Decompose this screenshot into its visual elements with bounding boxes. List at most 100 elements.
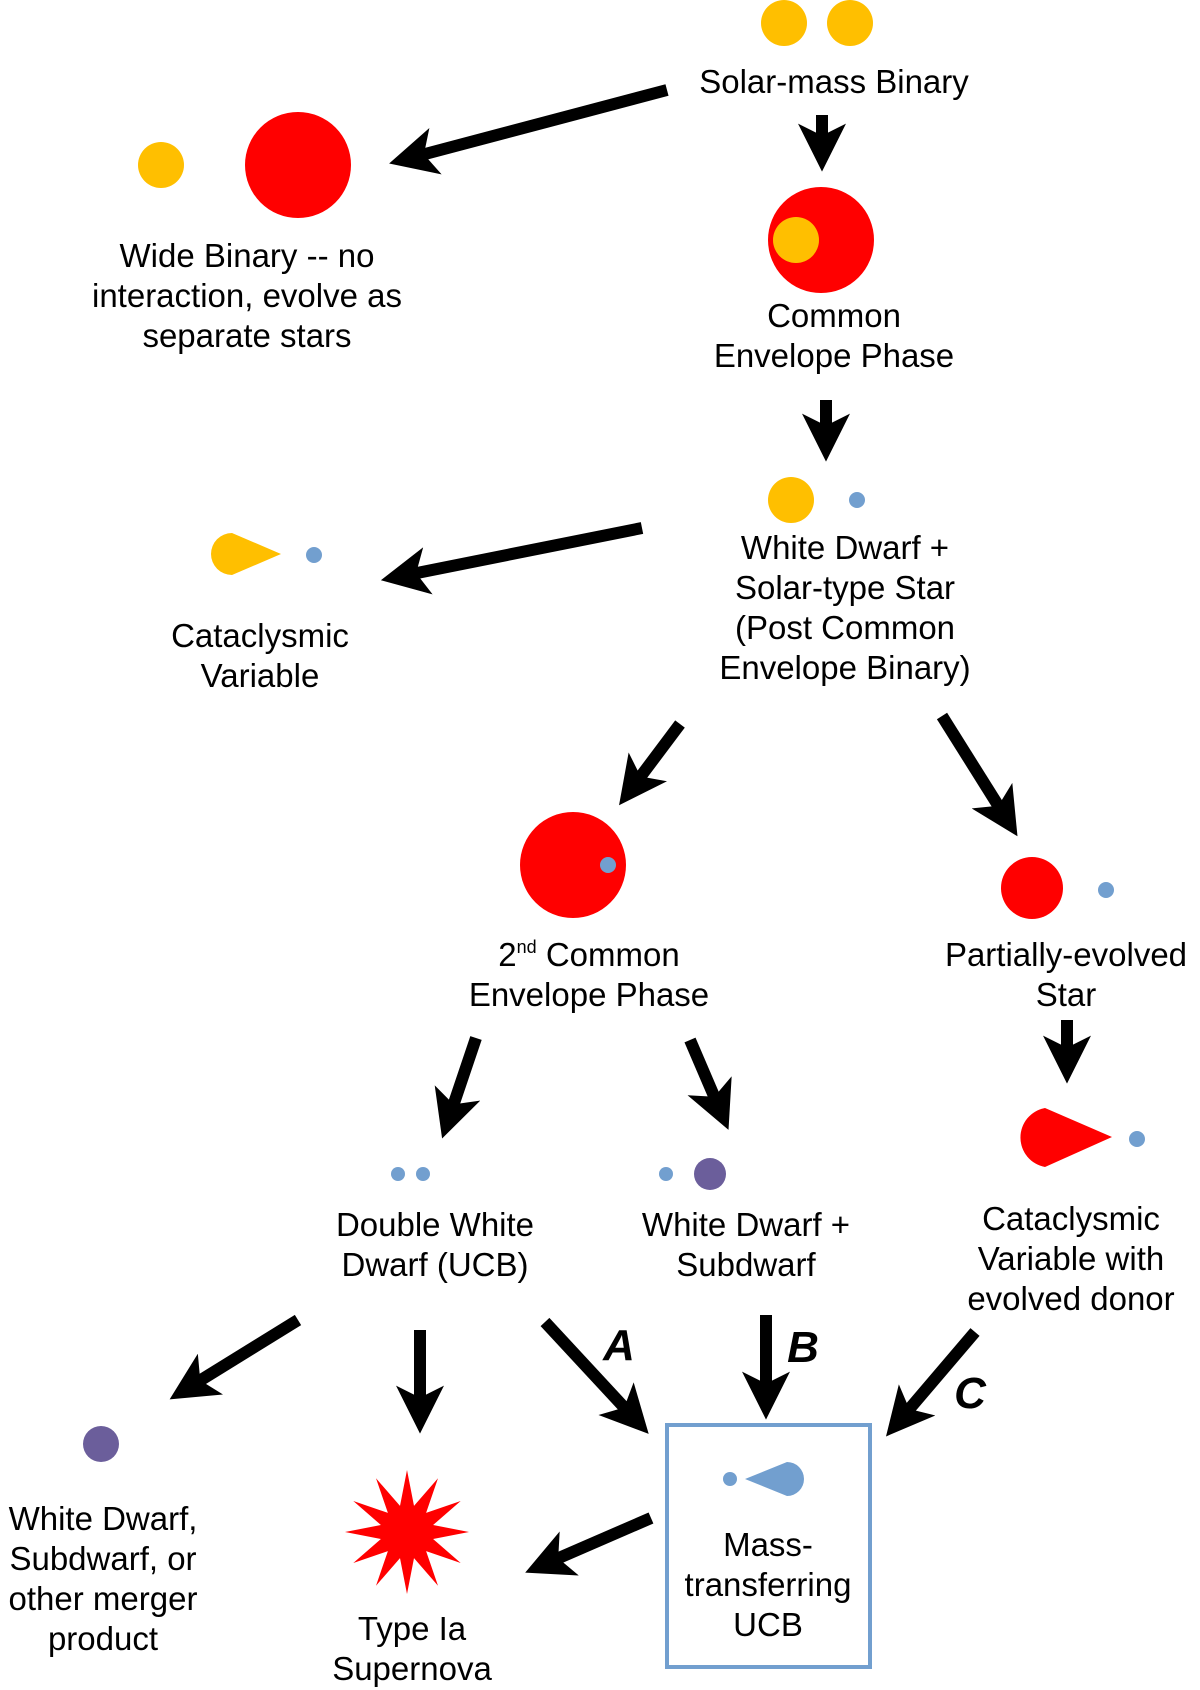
arrow-double-wd-to-merger bbox=[169, 1314, 302, 1400]
yellow-star-and-white-dwarf-icon bbox=[768, 477, 865, 523]
arrows bbox=[169, 84, 1091, 1576]
label-line: Envelope Phase bbox=[714, 337, 954, 374]
engulfed-solar-star bbox=[773, 217, 819, 263]
label-line: Solar-type Star bbox=[735, 569, 955, 606]
white-dwarf bbox=[849, 492, 865, 508]
label-line: Dwarf (UCB) bbox=[342, 1246, 529, 1283]
ordinal-number: 2 bbox=[498, 936, 516, 973]
label-line: Star bbox=[1036, 976, 1097, 1013]
label-line: Subdwarf, or bbox=[9, 1540, 196, 1577]
label-line: separate stars bbox=[142, 317, 351, 354]
solar-star-2 bbox=[827, 0, 873, 46]
label-line: other merger bbox=[9, 1580, 198, 1617]
supernova-starburst bbox=[345, 1470, 469, 1594]
supernova-starburst-icon bbox=[345, 1470, 469, 1594]
evolved-donor-star bbox=[1020, 1108, 1112, 1167]
red-giant-envelope bbox=[768, 187, 874, 293]
label-line: transferring bbox=[685, 1566, 852, 1603]
two-white-dwarfs-icon bbox=[391, 1167, 430, 1181]
label-line: White Dwarf, bbox=[9, 1500, 198, 1537]
label-line: Subdwarf bbox=[676, 1246, 816, 1283]
arrow-a-double-wd-to-ucb bbox=[540, 1317, 649, 1434]
yellow-teardrop-and-white-dwarf-icon bbox=[211, 533, 322, 575]
arrow-c-cv-evolved-to-ucb bbox=[885, 1328, 980, 1437]
label-line: White Dwarf + bbox=[642, 1206, 850, 1243]
red-teardrop-and-white-dwarf-icon bbox=[1020, 1108, 1145, 1167]
label-rest: Common bbox=[537, 936, 680, 973]
yellow-star-and-red-giant-icon bbox=[138, 112, 351, 218]
ordinal-suffix: nd bbox=[517, 937, 537, 957]
white-dwarf-2 bbox=[416, 1167, 430, 1181]
label-line: interaction, evolve as bbox=[92, 277, 402, 314]
label-line: Mass- bbox=[723, 1526, 813, 1563]
roche-lobe-filling-star bbox=[211, 533, 281, 575]
red-star-and-white-dwarf-icon bbox=[1001, 857, 1114, 919]
arrow-2nd-ce-to-double-wd bbox=[434, 1036, 482, 1139]
white-dwarf bbox=[306, 547, 322, 563]
label-line: Partially-evolved bbox=[945, 936, 1187, 973]
label-solar-binary: Solar-mass Binary bbox=[699, 63, 969, 100]
white-dwarf-1 bbox=[391, 1167, 405, 1181]
arrow-wd-solar-to-partially-evolved bbox=[936, 712, 1018, 837]
partially-evolved-star bbox=[1001, 857, 1063, 919]
label-line: Variable bbox=[201, 657, 320, 694]
path-label-b: B bbox=[787, 1323, 819, 1372]
white-dwarf bbox=[1129, 1131, 1145, 1147]
solar-star bbox=[768, 477, 814, 523]
label-line: Envelope Binary) bbox=[719, 649, 970, 686]
label-wd-solar: White Dwarf +Solar-type Star(Post Common… bbox=[719, 529, 970, 686]
solar-star-1 bbox=[761, 0, 807, 46]
two-yellow-stars-icon bbox=[761, 0, 873, 46]
merger-product bbox=[83, 1426, 119, 1462]
label-second-ce-line1: 2nd Common bbox=[498, 936, 679, 973]
donor-white-dwarf bbox=[745, 1462, 804, 1496]
label-line: Supernova bbox=[332, 1650, 492, 1687]
label-line: Cataclysmic bbox=[982, 1200, 1160, 1237]
subdwarf bbox=[694, 1158, 726, 1190]
label-wd-subdwarf: White Dwarf +Subdwarf bbox=[642, 1206, 850, 1283]
white-dwarf bbox=[1098, 882, 1114, 898]
label-line: Wide Binary -- no bbox=[120, 237, 375, 274]
arrow-ucb-to-supernova bbox=[525, 1512, 654, 1576]
accretor-white-dwarf bbox=[723, 1472, 737, 1486]
label-line: Solar-mass Binary bbox=[699, 63, 969, 100]
label-line: UCB bbox=[733, 1606, 803, 1643]
red-giant bbox=[245, 112, 351, 218]
red-giant-envelope bbox=[520, 812, 626, 918]
red-giant-engulfing-star-icon bbox=[768, 187, 874, 293]
arrow-wd-solar-to-2nd-ce bbox=[619, 720, 685, 806]
engulfed-white-dwarf bbox=[600, 857, 616, 873]
arrow-2nd-ce-to-wd-subdwarf bbox=[684, 1037, 732, 1130]
label-line: evolved donor bbox=[967, 1280, 1174, 1317]
solar-star bbox=[138, 142, 184, 188]
label-second-ce-line2: Envelope Phase bbox=[469, 976, 709, 1013]
label-line: Common bbox=[767, 297, 901, 334]
arrow-solar-to-wide bbox=[389, 84, 669, 175]
blue-teardrop-and-white-dwarf-icon bbox=[723, 1462, 804, 1496]
red-giant-engulfing-white-dwarf-icon bbox=[520, 812, 626, 918]
label-line: (Post Common bbox=[735, 609, 955, 646]
path-label-c: C bbox=[954, 1369, 987, 1418]
merger-product-icon bbox=[83, 1426, 119, 1462]
label-line: product bbox=[48, 1620, 158, 1657]
mass-transfer-ucb-box[interactable] bbox=[665, 1423, 872, 1669]
path-label-a: A bbox=[602, 1321, 635, 1370]
label-line: Type Ia bbox=[358, 1610, 467, 1647]
white-dwarf bbox=[659, 1167, 673, 1181]
label-line: Double White bbox=[336, 1206, 534, 1243]
label-line: Cataclysmic bbox=[171, 617, 349, 654]
label-line: Variable with bbox=[978, 1240, 1164, 1277]
label-line: White Dwarf + bbox=[741, 529, 949, 566]
white-dwarf-and-subdwarf-icon bbox=[659, 1158, 726, 1190]
